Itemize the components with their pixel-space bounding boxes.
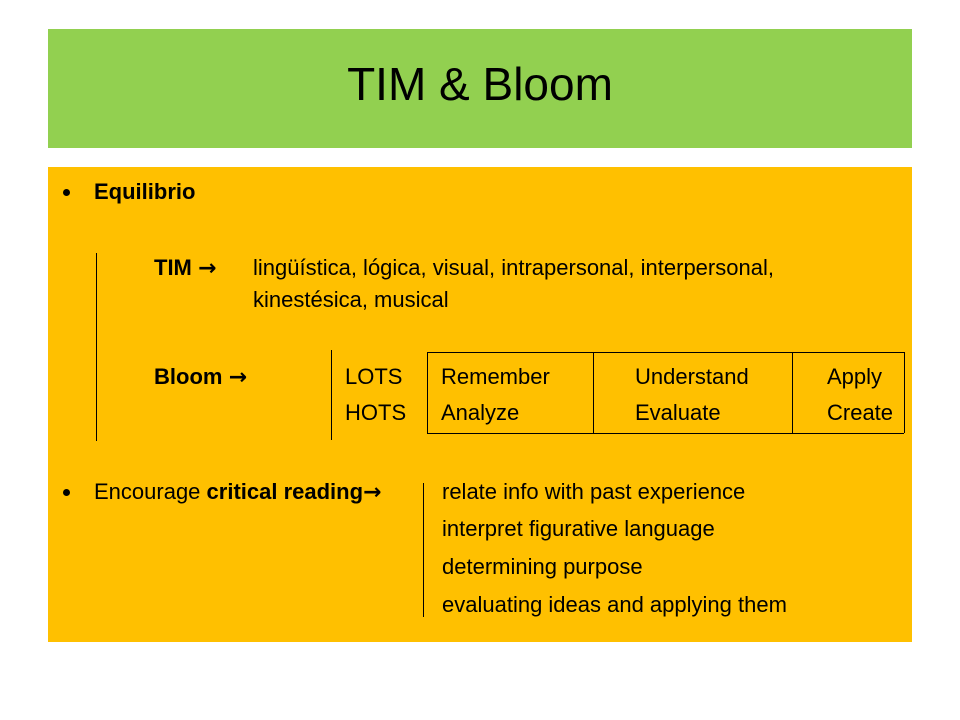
table-cell: Create	[827, 400, 894, 425]
table-cell: Remember	[441, 364, 550, 389]
list-item: evaluating ideas and applying them	[442, 592, 787, 617]
table-cell: Evaluate	[635, 400, 721, 425]
table-cell-level: HOTS	[345, 400, 407, 425]
list-item: determining purpose	[442, 554, 643, 579]
arrow-icon: →	[363, 480, 382, 505]
table-cell-level: LOTS	[345, 364, 403, 389]
arrow-icon: →	[228, 365, 248, 390]
table-bracket	[331, 350, 332, 440]
table-border-bottom	[427, 433, 904, 434]
equilibrio-heading: Equilibrio	[94, 179, 196, 204]
table-divider	[593, 352, 594, 433]
bracket-line	[96, 349, 97, 441]
table-cell: Analyze	[441, 400, 520, 425]
bullet-dot	[63, 189, 70, 196]
table-divider	[427, 352, 428, 433]
content-box: Equilibrio TIM → lingüística, lógica, vi…	[48, 167, 912, 642]
bullet-dot	[63, 489, 70, 496]
tim-label: TIM →	[154, 255, 216, 282]
bracket-line	[423, 547, 424, 617]
table-cell: Understand	[635, 364, 749, 389]
heading-bold: critical reading	[206, 479, 364, 504]
critical-reading-heading: Encourage critical reading→	[94, 479, 381, 506]
list-item: relate info with past experience	[442, 479, 746, 504]
tim-description-line2: kinestésica, musical	[253, 287, 449, 312]
bracket-line	[96, 253, 97, 349]
table-divider	[792, 352, 793, 433]
bloom-label-text: Bloom	[154, 364, 223, 389]
table-divider	[904, 352, 905, 433]
table-cell: Apply	[827, 364, 883, 389]
list-item: interpret figurative language	[442, 516, 715, 541]
heading-prefix: Encourage	[94, 479, 207, 504]
title-bar: TIM & Bloom	[48, 29, 912, 148]
bloom-label: Bloom →	[154, 364, 247, 391]
tim-label-text: TIM	[154, 255, 192, 280]
slide-title: TIM & Bloom	[347, 58, 613, 110]
arrow-icon: →	[198, 256, 217, 281]
bracket-line	[423, 483, 424, 547]
tim-description-line1: lingüística, lógica, visual, intraperson…	[253, 255, 774, 280]
table-border-top	[427, 352, 904, 353]
